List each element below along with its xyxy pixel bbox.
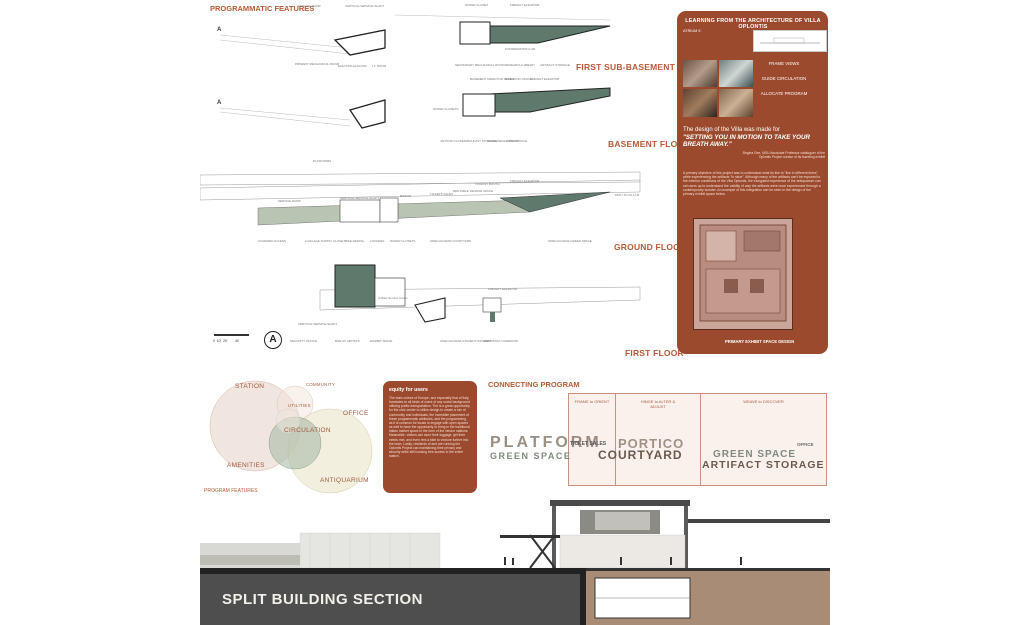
word-portico: PORTICO — [618, 436, 685, 451]
photo-3 — [683, 89, 717, 117]
north-arrow-letter: A — [269, 334, 277, 345]
venn-circulation: CIRCULATION — [284, 427, 331, 434]
word-courtyard: COURTYARD — [598, 448, 683, 462]
panel-subhead: ATRIUM 5 — [683, 29, 701, 33]
split-building-section-drawing — [200, 495, 830, 625]
venn-utilities: UTILITIES — [288, 403, 311, 408]
floor-plans-drawing — [200, 14, 641, 323]
link-guide-circulation: GUIDE CIRCULATION — [761, 76, 807, 81]
basement-wedge-left — [348, 99, 386, 129]
sub-basement-room — [459, 21, 491, 45]
first-floor-green-block — [334, 264, 376, 308]
exhibit-plan-image — [693, 218, 793, 330]
cp-column-weave: WEAVE to DISCOVER — [700, 393, 827, 486]
word-green-space-1: GREEN SPACE — [490, 451, 572, 461]
split-building-section-title: SPLIT BUILDING SECTION — [222, 591, 424, 608]
first-floor-label: FIRST FLOOR — [625, 348, 684, 358]
equity-for-users-box: equity for users The main culture of Eur… — [383, 381, 477, 493]
venn-station: STATION — [235, 383, 265, 390]
quote-text: "SETTING YOU IN MOTION TO TAKE YOUR BREA… — [683, 134, 810, 148]
first-sub-basement-floor-label: FIRST SUB-BASEMENT FLOOR — [576, 62, 709, 72]
ground-floor-label: GROUND FLOOR — [614, 242, 687, 252]
quote-attribution: -Regina Gee, MSU Associate Professor cat… — [741, 151, 825, 159]
link-frame-views: FRAME VIEWS — [768, 61, 800, 66]
venn-office: OFFICE — [343, 410, 369, 417]
scale-bar-label: 0 10' 20' 40 — [213, 339, 239, 343]
equity-heading: equity for users — [389, 387, 428, 393]
basement-room — [462, 93, 496, 117]
word-platform: PLATFORM — [490, 434, 602, 451]
north-arrow: A — [264, 331, 282, 349]
cp-weave-label: WEAVE to DISCOVER — [743, 399, 784, 404]
photo-4 — [719, 89, 753, 117]
word-ticket: TICKET SALES — [570, 441, 607, 447]
sub-basement-wedge-left — [333, 29, 386, 56]
program-venn-diagram — [209, 380, 373, 494]
exhibit-caption: PRIMARY EXHIBIT SPACE DESIGN — [725, 339, 795, 344]
atrium-drawing — [753, 30, 827, 52]
scale-bar — [214, 334, 249, 336]
venn-antiquarium: ANTIQUARIUM — [320, 477, 369, 484]
word-green-space-2: GREEN SPACE — [713, 449, 797, 460]
section-marker-a-2: A — [217, 100, 222, 106]
section-marker-a-top: A — [217, 27, 222, 33]
basement-floor-label: BASEMENT FLOOR — [608, 139, 691, 149]
ground-dark-wedge — [499, 191, 611, 213]
word-office: OFFICE — [797, 442, 814, 447]
connecting-program-title: CONNECTING PROGRAM — [488, 380, 580, 389]
link-allocate-program: ALLOCATE PROGRAM — [760, 91, 808, 96]
equity-body: The main culture of Europe, and especial… — [389, 396, 470, 459]
photo-1 — [683, 60, 717, 87]
cp-frame-label: FRAME to ORIENT — [574, 399, 610, 404]
program-features-label: PROGRAM FEATURES — [204, 488, 258, 494]
panel-title: LEARNING FROM THE ARCHITECTURE OF VILLA … — [685, 18, 821, 30]
panel-body-text: A primary objective of this project was … — [683, 171, 821, 197]
programmatic-features-title: PROGRAMMATIC FEATURES — [210, 4, 315, 13]
cp-hinge-label: HINGE to ALTER & ADJUST — [640, 399, 676, 409]
quote-lead: The design of the Villa was made for — [683, 127, 780, 133]
venn-amenities: AMENITIES — [227, 462, 265, 469]
venn-community: COMMUNITY — [306, 382, 336, 387]
word-artifact-storage: ARTIFACT STORAGE — [702, 459, 825, 471]
cp-column-frame: FRAME to ORIENT — [568, 393, 616, 486]
photo-2 — [719, 60, 753, 87]
